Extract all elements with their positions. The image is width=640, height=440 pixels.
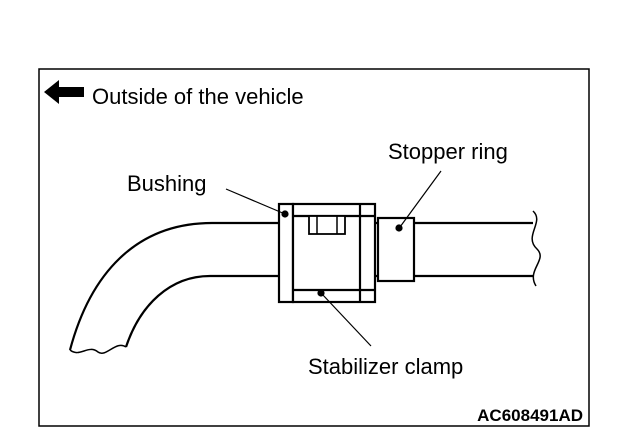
stabilizer-clamp	[291, 202, 377, 304]
leader-lines	[225, 170, 442, 347]
stopper-ring	[376, 216, 416, 283]
bushing-label: Bushing	[127, 171, 207, 196]
stopper-ring-label: Stopper ring	[388, 139, 508, 164]
stabilizer-bar	[68, 210, 541, 354]
direction-label: Outside of the vehicle	[92, 84, 304, 109]
stabilizer-clamp-label: Stabilizer clamp	[308, 354, 463, 379]
figure-code: AC608491AD	[477, 406, 583, 425]
left-arrow-icon	[44, 80, 84, 104]
bushing	[277, 202, 295, 304]
